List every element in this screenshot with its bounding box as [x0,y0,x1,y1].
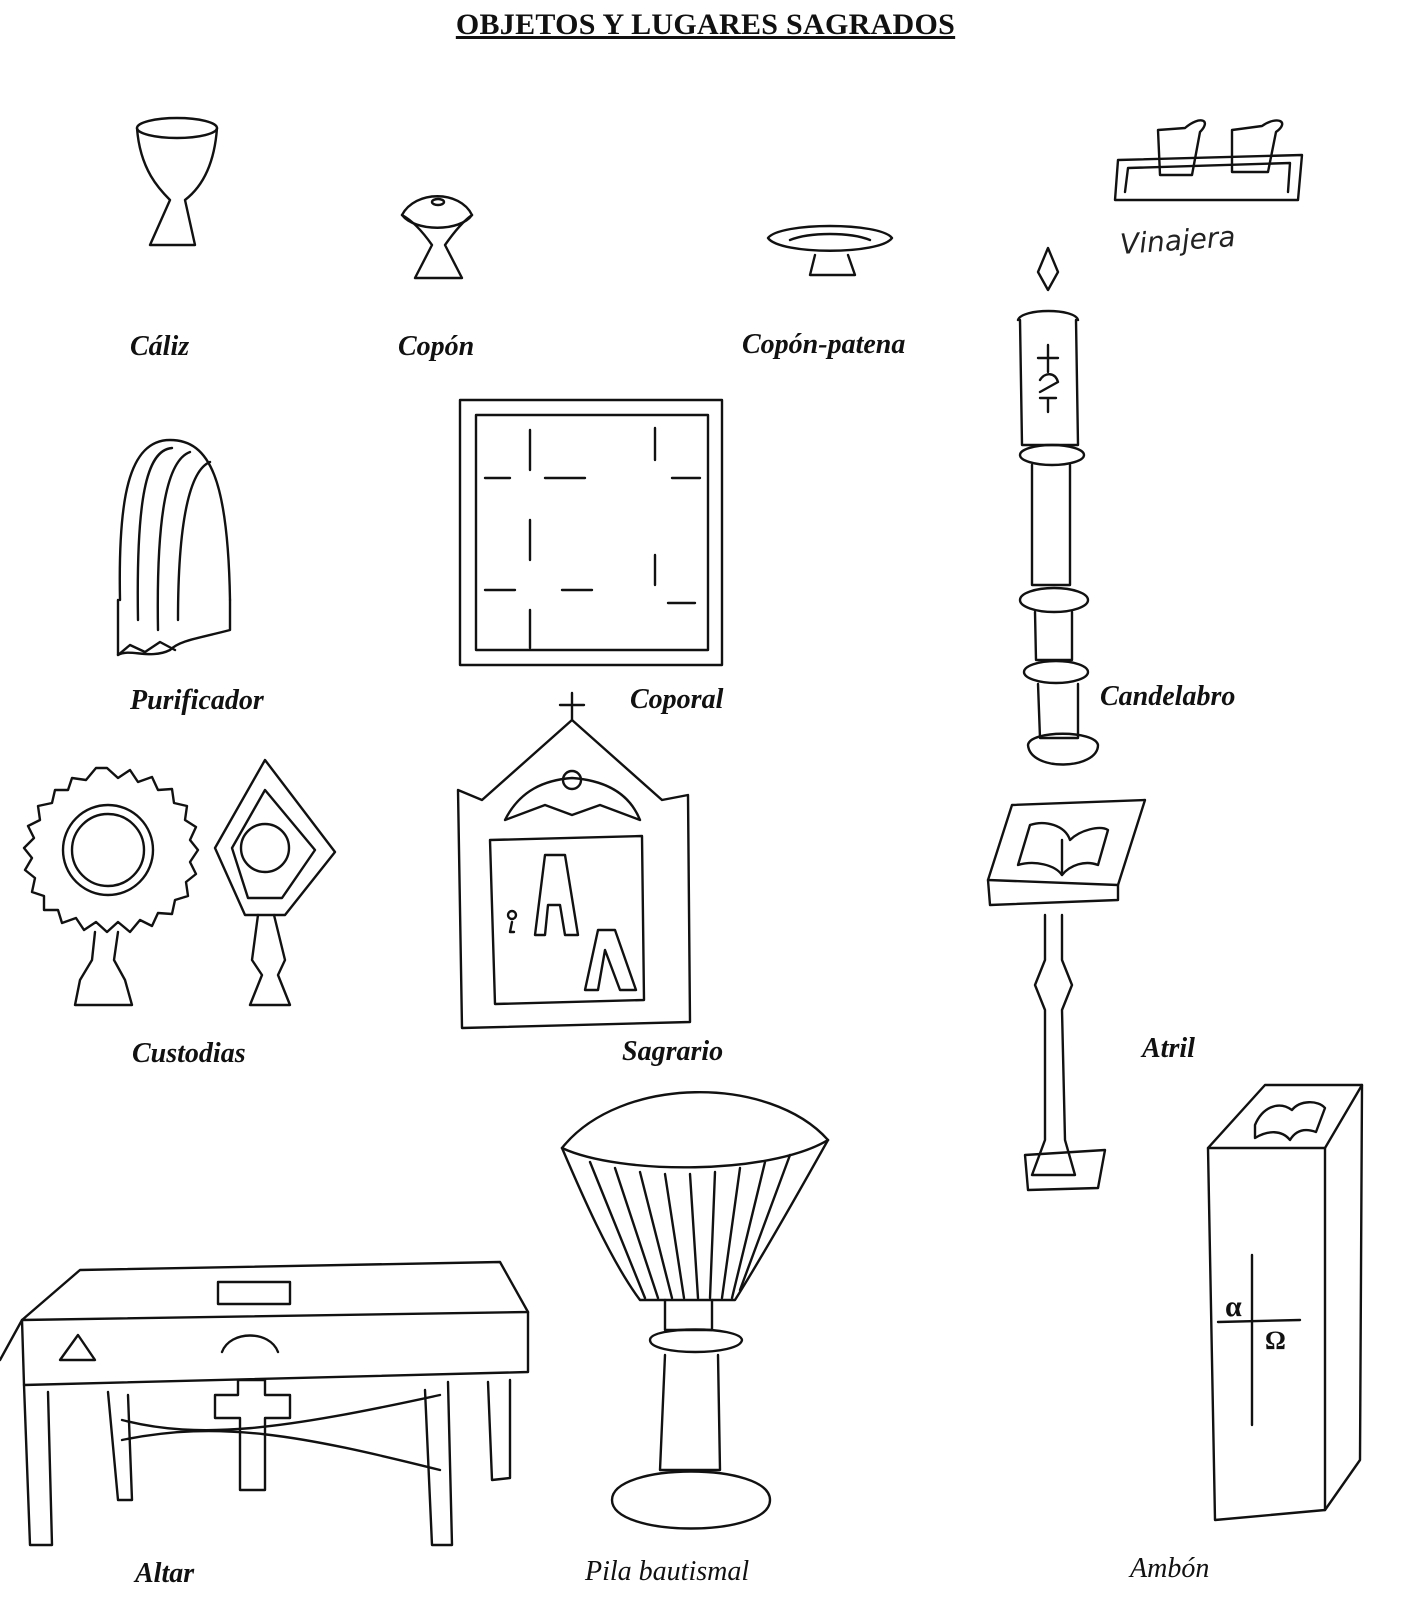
ambon-omega-symbol: Ω [1265,1326,1286,1355]
label-copon: Copón [398,331,475,362]
vinajera-drawing [1113,119,1304,202]
atril-drawing [986,798,1147,1192]
label-candelabro: Candelabro [1100,681,1236,712]
ambon-alpha-symbol: α [1225,1290,1242,1323]
page-title: OBJETOS Y LUGARES SAGRADOS [455,8,956,41]
ambon-drawing [1206,1083,1364,1522]
label-coporal: Coporal [630,684,724,715]
sagrario-drawing [456,691,692,1030]
pila-bautismal-drawing [560,1091,830,1530]
label-pila-bautismal: Pila bautismal [585,1556,750,1587]
custodias-drawing [22,758,337,1007]
copon-patena-drawing [766,224,894,277]
copon-drawing [400,195,474,280]
label-purificador: Purificador [130,685,264,716]
label-caliz: Cáliz [130,331,190,362]
altar-drawing [0,1260,530,1547]
coporal-drawing [458,398,724,667]
label-custodias: Custodias [132,1038,246,1069]
purificador-drawing [116,438,232,657]
candelabro-drawing [1016,246,1100,766]
label-ambon: Ambón [1130,1553,1210,1584]
label-atril: Atril [1142,1033,1195,1064]
caliz-drawing [135,116,219,247]
label-altar: Altar [135,1558,195,1589]
label-copon-patena: Copón-patena [742,329,906,360]
label-sagrario: Sagrario [622,1036,724,1067]
